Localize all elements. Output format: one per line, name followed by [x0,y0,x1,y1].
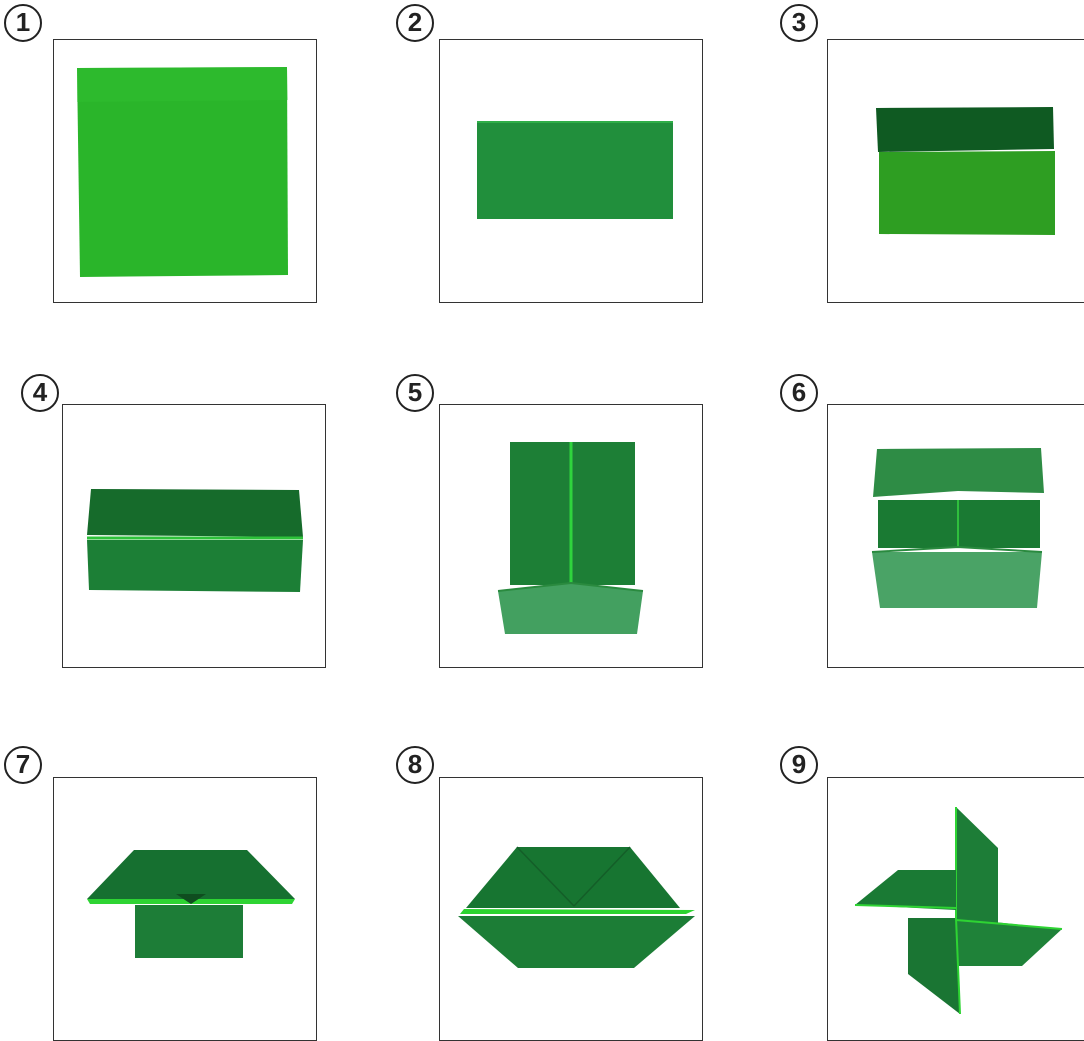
step-panel-8 [439,777,703,1041]
vertical-fold-icon [440,405,703,668]
cupboard-fold-icon [63,405,326,668]
step-number-6: 6 [780,374,818,412]
step-panel-5 [439,404,703,668]
step-panel-3 [827,39,1084,303]
step-number-9: 9 [780,746,818,784]
step-panel-2 [439,39,703,303]
boat-fold-icon [440,778,703,1041]
step-panel-7 [53,777,317,1041]
step-panel-6 [827,404,1084,668]
step-number-1: 1 [4,4,42,42]
step-number-3: 3 [780,4,818,42]
step-number-5: 5 [396,374,434,412]
step-number-4: 4 [21,374,59,412]
step-panel-1 [53,39,317,303]
step-number-7: 7 [4,746,42,784]
trapezoid-fold-icon [54,778,317,1041]
step-panel-9 [827,777,1084,1041]
step-number-8: 8 [396,746,434,784]
step-panel-4 [62,404,326,668]
top-fold-icon [828,40,1084,303]
pinwheel-icon [828,778,1084,1041]
step-number-2: 2 [396,4,434,42]
square-paper-icon [54,40,317,303]
double-flap-icon [828,405,1084,668]
folded-rectangle-icon [440,40,703,303]
